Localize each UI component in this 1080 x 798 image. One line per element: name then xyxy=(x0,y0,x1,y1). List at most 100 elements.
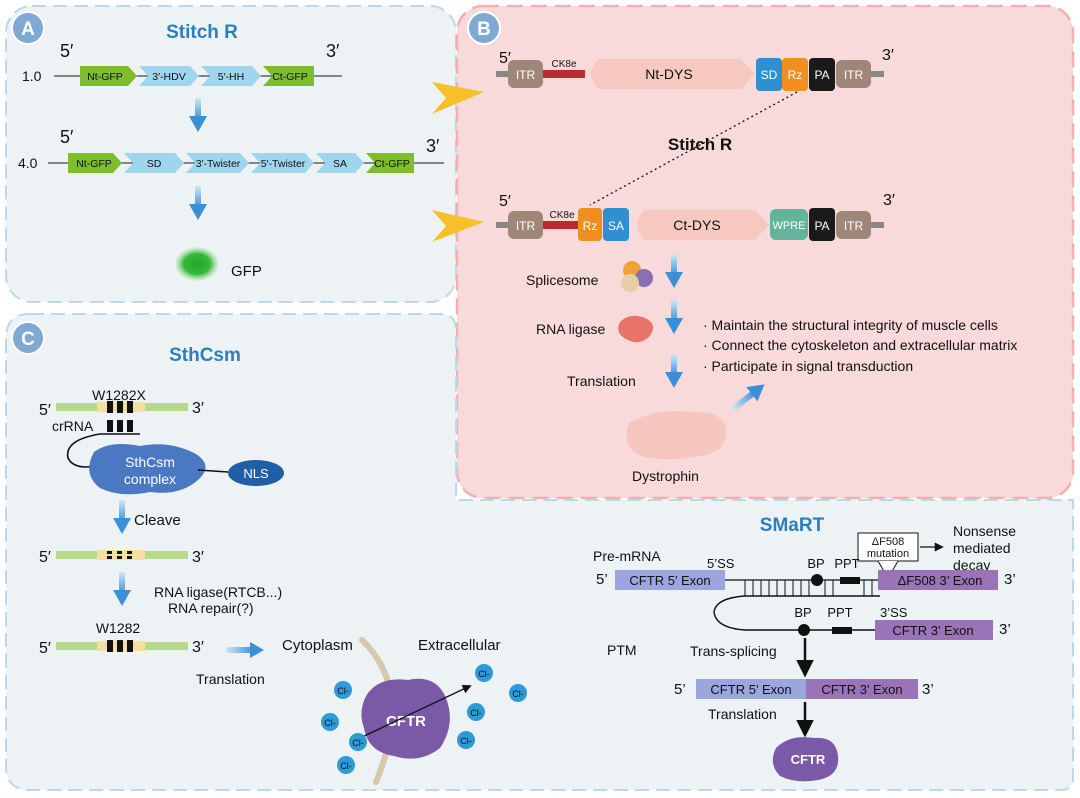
row1-parts: Nt-GFP 3′-HDV 5′-HH Ct-GFP xyxy=(80,66,314,86)
ptm-label: PTM xyxy=(607,642,637,658)
nls-linker xyxy=(197,469,229,473)
row1-part-nt-gfp xyxy=(80,66,137,86)
construct1-pa xyxy=(809,58,835,91)
construct2-pa xyxy=(809,208,835,241)
row2-3prime: 3′ xyxy=(426,136,440,156)
repaired-3prime: 3′ xyxy=(192,639,204,656)
ptm-strand xyxy=(713,595,880,631)
construct1-5prime: 5′ xyxy=(499,50,511,67)
badge-c xyxy=(11,321,45,355)
construct1-itr-left-label: ITR xyxy=(516,68,536,82)
premrna-bp xyxy=(811,574,823,586)
translation-d-label: Translation xyxy=(708,706,777,722)
row2-part-sa xyxy=(316,153,364,173)
ptm-exon3-label: CFTR 3’ Exon xyxy=(892,623,973,638)
construct2-gene xyxy=(637,210,769,240)
construct2-sa xyxy=(603,208,629,241)
target-3prime: 3′ xyxy=(192,400,204,417)
premrna-3prime: 3’ xyxy=(1004,571,1016,588)
panel-a-title: Stitch R xyxy=(166,22,238,43)
gfp-label: GFP xyxy=(231,263,262,280)
trans-splicing-label: Trans-splicing xyxy=(690,643,777,659)
row2-part-nt-gfp xyxy=(68,153,122,173)
stitch-link xyxy=(589,91,798,206)
ligase-label: RNA ligase xyxy=(536,321,605,337)
row2-part-3twister xyxy=(186,153,249,173)
row1-version: 1.0 xyxy=(22,68,42,84)
badge-a xyxy=(11,11,45,45)
target-bases xyxy=(107,401,133,413)
function-3: · Participate in signal transduction xyxy=(703,358,913,374)
ion-2: Cl- xyxy=(324,718,336,728)
ion-8: Cl- xyxy=(460,736,472,746)
cftr-label-c: CFTR xyxy=(386,713,426,730)
construct2-pa-label: PA xyxy=(814,219,829,233)
row1-part-3hdv xyxy=(139,66,199,86)
ion-5: Cl- xyxy=(478,669,490,679)
cleaved-3prime: 3′ xyxy=(192,549,204,566)
spliceosome-icon xyxy=(621,261,653,292)
construct2-itr-stub-right xyxy=(870,222,884,228)
row1-3prime: 3′ xyxy=(326,41,340,61)
construct1-ck8e-label: CK8e xyxy=(551,59,576,70)
construct1-sd-label: SD xyxy=(761,68,778,82)
repaired-bases xyxy=(107,640,133,652)
product-exon3 xyxy=(806,679,918,699)
ptm-bp xyxy=(798,624,810,636)
cleaved-bases xyxy=(107,551,132,559)
construct1-itr-left xyxy=(508,60,543,88)
construct-nt-dys: 5′ 3′ ITR CK8e Nt-DYS SD Rz PA ITR xyxy=(496,47,894,91)
row2-part-5twister-label: 5′-Twister xyxy=(261,158,306,170)
premrna-exon5-label: CFTR 5’ Exon xyxy=(629,573,710,588)
construct1-ck8e xyxy=(543,70,585,78)
panel-b: B 5′ 3′ ITR CK8e Nt-DYS SD Rz PA ITR Sti… xyxy=(432,4,1075,500)
badge-c-label: C xyxy=(21,329,35,350)
badge-a-label: A xyxy=(21,19,35,40)
construct1-itr-right-label: ITR xyxy=(844,68,864,82)
sthcsm-complex-icon xyxy=(89,444,206,495)
gfp-glow-icon xyxy=(175,247,219,281)
construct2-rz xyxy=(578,208,602,241)
mutation-box-label-2: mutation xyxy=(867,548,909,560)
row2-part-nt-gfp-label: Nt-GFP xyxy=(76,158,112,170)
badge-b xyxy=(467,11,501,45)
premrna-bp-label: BP xyxy=(807,556,824,571)
translation-b-label: Translation xyxy=(567,373,636,389)
construct2-5prime: 5′ xyxy=(499,193,511,210)
construct2-ck8e-label: CK8e xyxy=(549,210,574,221)
complex-label-1: SthCsm xyxy=(125,454,175,470)
panel-smart-title: SMaRT xyxy=(760,515,825,536)
construct2-itr-right-label: ITR xyxy=(844,219,864,233)
premrna-exon5 xyxy=(615,570,725,590)
ptm-ppt xyxy=(832,627,852,634)
row2-part-ct-gfp xyxy=(366,153,414,173)
chloride-transport-arrow xyxy=(359,684,472,739)
construct1-pa-label: PA xyxy=(814,68,829,82)
row1-part-5hh-label: 5′-HH xyxy=(218,71,244,83)
ptm-bp-label: BP xyxy=(794,605,811,620)
ion-3: Cl- xyxy=(352,738,364,748)
nmd-label-2: mediated xyxy=(953,540,1011,556)
extracellular-label: Extracellular xyxy=(418,637,501,654)
nmd-label-3: decay xyxy=(953,557,990,573)
construct1-gene xyxy=(591,59,755,89)
construct2-ck8e xyxy=(543,221,578,229)
row2-5prime: 5′ xyxy=(60,127,74,147)
mutation-callout: ΔF508 mutation xyxy=(857,532,919,579)
premrna-exon3-mut-label: ΔF508 3’ Exon xyxy=(898,573,983,588)
translation-c-label: Translation xyxy=(196,671,265,687)
nls-icon xyxy=(228,460,284,486)
row2-part-3twister-label: 3′-Twister xyxy=(196,158,241,170)
ptm-exon3 xyxy=(875,620,993,640)
row1-part-3hdv-label: 3′-HDV xyxy=(152,71,185,83)
product-5prime: 5’ xyxy=(674,681,686,698)
product-exon3-label: CFTR 3’ Exon xyxy=(821,682,902,697)
binding-domain xyxy=(744,580,873,596)
crrna-bases xyxy=(107,420,133,432)
arrow-c3 xyxy=(226,642,264,658)
ss3-label: 3’SS xyxy=(880,605,908,620)
premrna-exon3-mut xyxy=(878,570,998,590)
construct1-3prime: 3′ xyxy=(882,47,894,64)
crrna-label: crRNA xyxy=(52,418,94,434)
product-exon5 xyxy=(696,679,806,699)
